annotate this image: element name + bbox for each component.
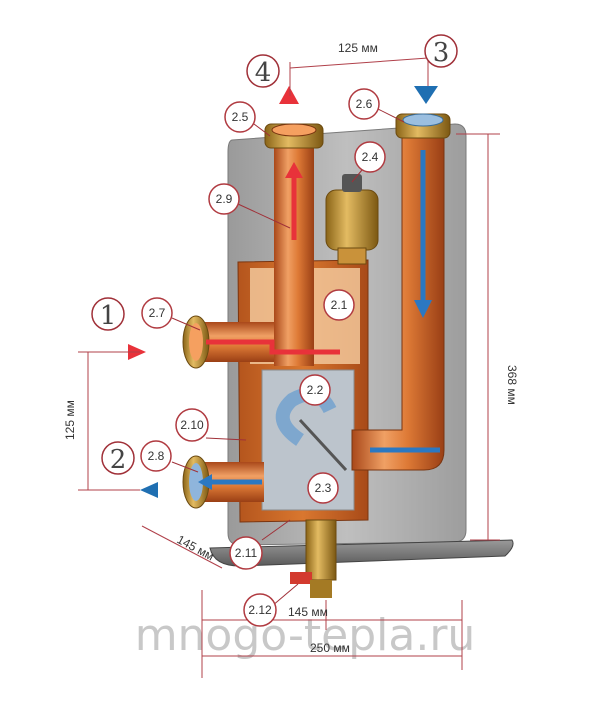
callout-2-9: 2.9 [216, 192, 233, 206]
outlet-opening [189, 463, 203, 501]
callout-2-3: 2.3 [315, 481, 332, 495]
return-flow-down-arrowhead [414, 300, 432, 318]
port-2-label: 2 [110, 445, 127, 475]
return-pipe-opening [402, 113, 444, 127]
inlet-opening [189, 323, 203, 361]
drain-valve-nozzle [310, 580, 332, 598]
port-1-label: 1 [100, 301, 117, 331]
air-vent-body [325, 189, 379, 251]
callout-2-12: 2.12 [248, 603, 272, 617]
callout-2-5: 2.5 [232, 110, 249, 124]
callout-2-11: 2.11 [235, 546, 258, 560]
drain-valve-handle [290, 572, 312, 584]
drain-valve-body [305, 519, 337, 581]
port-4-label: 4 [255, 58, 272, 88]
port-labels: 4 3 1 2 [91, 34, 458, 475]
port-3-label: 3 [433, 38, 450, 68]
air-vent-neck [337, 247, 367, 265]
callout-leaders [171, 107, 405, 607]
baffle [298, 418, 348, 472]
callout-2-10: 2.10 [180, 418, 204, 432]
hot-pipe-opening [271, 123, 317, 137]
callout-2-7: 2.7 [149, 306, 166, 320]
dimension-lines [78, 52, 500, 678]
callouts: 2.5 2.6 2.4 2.9 2.1 2.7 2.2 2.10 2.8 2.3… [140, 88, 386, 627]
watermark-text: mnogo-tepla.ru [135, 610, 476, 661]
callout-2-4: 2.4 [362, 150, 379, 164]
callout-2-2: 2.2 [307, 383, 324, 397]
return-in-arrow [414, 86, 438, 104]
mounting-shelf [209, 539, 514, 567]
callout-2-1: 2.1 [331, 298, 348, 312]
callout-2-6: 2.6 [356, 97, 373, 111]
inlet-flow-arrow [206, 339, 340, 355]
dim-top-width: 125 мм [338, 41, 378, 55]
callout-2-8: 2.8 [148, 449, 165, 463]
dim-left-spacing: 125 мм [63, 400, 77, 440]
dim-depth: 145 мм [175, 532, 217, 563]
dim-bottom-total: 250 мм [310, 641, 350, 655]
dim-height: 368 мм [505, 365, 519, 405]
outlet-out-arrow [140, 482, 158, 498]
dim-bottom-inner: 145 мм [288, 605, 328, 619]
supply-out-arrow [279, 86, 299, 104]
hot-flow-up-arrowhead [285, 162, 303, 178]
outlet-flow-arrowhead [198, 474, 212, 490]
air-vent-cap [342, 174, 362, 192]
